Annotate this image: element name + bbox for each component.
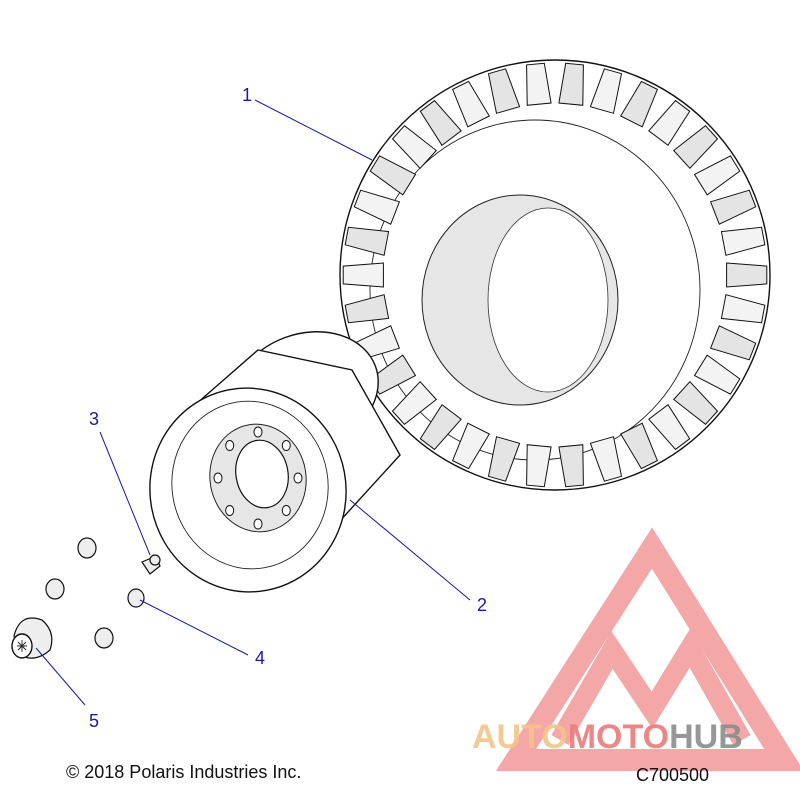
tread-lug [589,436,623,482]
logo-inner-m [551,628,751,746]
tread-lug [648,99,691,147]
tread-lug [344,226,390,256]
tire [339,59,771,491]
leader-2 [349,499,471,601]
tread-lug [487,436,521,482]
rim-bolt-hole [253,518,263,530]
tread-lug [726,262,768,288]
hub-cap [11,617,53,659]
tread-lug [391,125,438,170]
tire-tread-lugs [342,62,768,488]
lug-nut [45,537,145,649]
tread-lug [558,444,584,488]
callout-3: 3 [89,409,99,429]
tread-lug [720,226,766,256]
leader-lines [35,99,471,706]
lug-nut-2 [45,578,65,600]
tread-lug [672,380,719,425]
watermark-hub: HUB [669,718,743,756]
tread-lug [451,422,491,470]
copyright-text: © 2018 Polaris Industries Inc. [66,762,302,782]
rim-bolt-holes [213,426,303,530]
tread-lug [693,155,741,196]
tread-lug [589,68,623,114]
tread-lug [720,294,766,324]
rim-bolt-hole [281,505,291,516]
tread-lug [344,294,390,324]
watermark-auto: AUTO [472,718,568,756]
tread-lug [558,62,584,106]
tread-lug [526,62,552,106]
tread-lug [672,125,719,170]
tire-inner-shadow [487,207,609,393]
logo-outer-triangle [495,527,800,771]
rim-bolt-hole [225,440,235,451]
lug-nut-1 [77,537,97,559]
tread-lug [369,155,417,196]
callout-5: 5 [89,711,99,731]
rim-bolt-hole [281,440,291,451]
leader-3 [99,431,151,556]
diagram-code: C700500 [636,765,710,785]
rim-bolt-hole [253,426,263,438]
tread-lug [693,354,741,395]
tread-lug [353,189,401,225]
wheel-rim [149,331,401,593]
callout-2: 2 [477,595,487,615]
rim-center-bore [235,439,289,509]
watermark-logo [495,527,800,771]
tread-lug [648,403,691,451]
callout-1: 1 [242,85,252,105]
tread-lug [619,422,659,470]
lug-nut-4 [94,627,114,649]
rim-face [171,400,329,570]
leader-5 [35,647,86,706]
watermark-moto: MOTO [568,718,669,756]
valve-stem [141,554,161,575]
tread-lug [619,80,659,128]
rim-bolt-hole [213,472,223,484]
watermark-text: AUTOMOTOHUB [472,718,743,756]
tread-lug [419,99,462,147]
hub-cap-star [17,640,27,652]
tread-lug [487,68,521,114]
leader-1 [254,99,373,161]
leader-4 [139,599,249,656]
tread-lug [451,80,491,128]
rim-bolt-hole [293,472,303,484]
lug-nut-3 [127,588,145,608]
valve-stem-cap [149,554,161,566]
tread-lug [419,403,462,451]
rim-bolt-hole [225,505,235,516]
callout-4: 4 [255,648,265,668]
tread-lug [526,444,552,488]
tread-lug [391,380,438,425]
tread-lug [342,262,384,288]
tread-lug [709,325,757,361]
tread-lug [709,189,757,225]
